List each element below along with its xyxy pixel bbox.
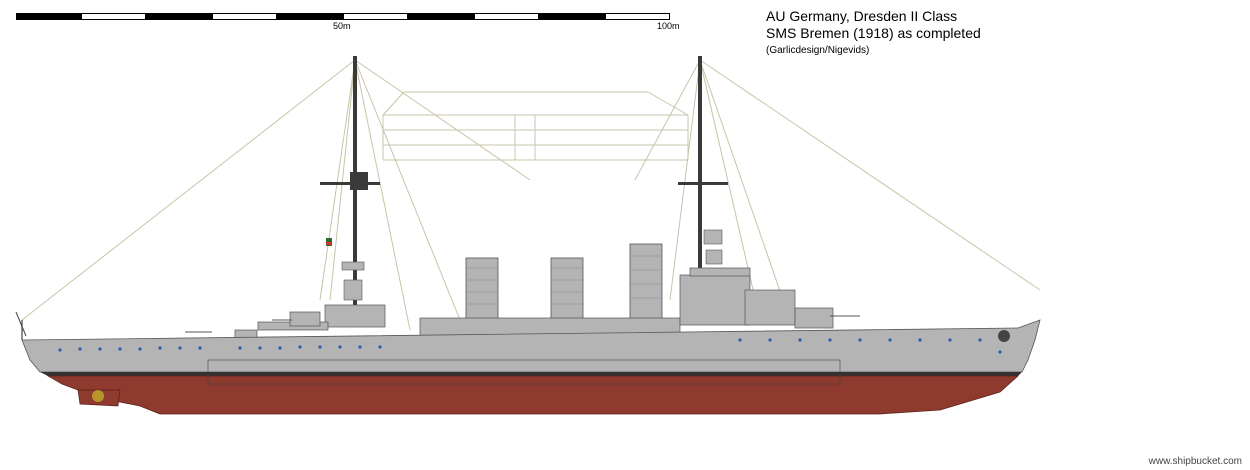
scale-seg [408,13,474,20]
portholes [58,338,1002,354]
anchor-icon [998,330,1010,342]
scale-seg [16,13,81,20]
scale-seg [474,13,539,20]
scale-seg [212,13,277,20]
scale-seg [343,13,408,20]
hull [15,311,1041,415]
propeller-icon [92,390,104,402]
main-mast [678,56,728,276]
rigging [21,59,1041,331]
scale-seg [146,13,212,20]
title-line1: AU Germany, Dresden II Class [766,8,958,24]
title-credit: (Garlicdesign/Nigevids) [766,45,870,56]
scale-seg [605,13,670,20]
guns [185,315,860,333]
scale-seg [539,13,605,20]
title-block: AU Germany, Dresden II Class SMS Bremen … [766,8,981,58]
title-line2: SMS Bremen (1918) as completed [766,25,981,41]
funnels [465,243,663,321]
scale-seg [277,13,343,20]
superstructure [234,267,834,343]
scale-label-mid: 50m [333,21,351,31]
funnel-bands [466,255,662,305]
scale-bar [16,13,670,20]
scale-label-end: 100m [657,21,680,31]
scale-seg [81,13,146,20]
fore-mast [320,56,380,306]
footer-credit: www.shipbucket.com [1148,456,1242,467]
